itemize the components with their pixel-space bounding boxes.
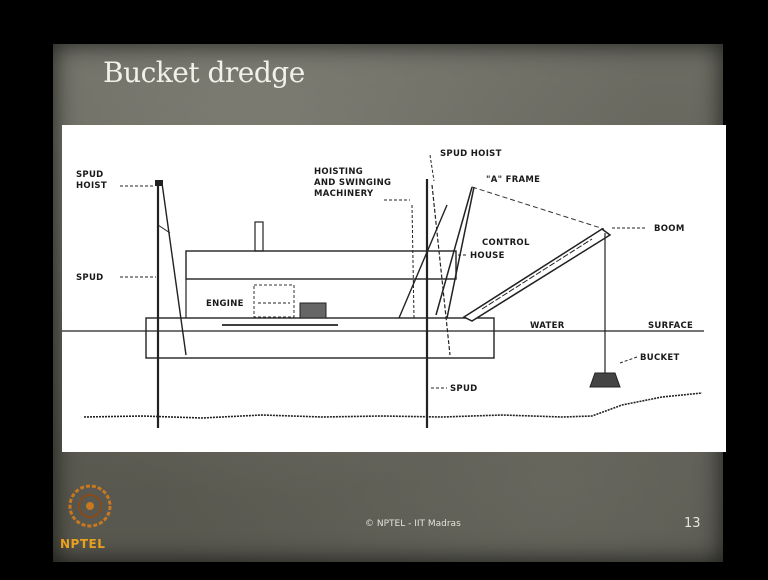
slide-title: Bucket dredge [103, 56, 305, 89]
page-number: 13 [684, 516, 701, 531]
label-a-frame: "A" FRAME [486, 175, 540, 185]
machinery-leg [398, 204, 448, 319]
footer-credit: © NPTEL - IIT Madras [365, 519, 461, 529]
label-surface: SURFACE [648, 321, 693, 331]
left-spud-hoist-block [155, 180, 163, 186]
right-tower-leg [431, 184, 451, 356]
stack [254, 221, 264, 252]
boom-lattice [481, 238, 593, 310]
label-engine: ENGINE [206, 299, 244, 309]
left-tower-brace [157, 224, 171, 234]
leader-bucket [619, 356, 638, 364]
label-hoisting-3: MACHINERY [314, 189, 374, 199]
left-tower-leg [161, 182, 187, 356]
label-spud-hoist-right: SPUD HOIST [440, 149, 502, 159]
nptel-logo-text: NPTEL [60, 537, 106, 551]
label-spud-hoist-left-2: HOIST [76, 181, 107, 191]
label-spud-bottom: SPUD [450, 384, 478, 394]
diagram-svg: SPUD HOIST SPUD ENGINE HOISTING AND SWIN… [62, 149, 704, 428]
machinery-dashed [411, 204, 415, 319]
bucket-dredge-diagram: SPUD HOIST SPUD ENGINE HOISTING AND SWIN… [62, 125, 726, 452]
label-boom: BOOM [654, 224, 685, 234]
boom [462, 228, 612, 322]
deck-house [185, 250, 457, 280]
seabed-line [83, 392, 703, 419]
hull [145, 317, 495, 359]
label-spud-hoist-left-1: SPUD [76, 170, 104, 180]
leader-spud-hoist-right [429, 154, 435, 182]
label-water: WATER [530, 321, 565, 331]
engine-outline [253, 284, 295, 318]
nptel-logo-icon [68, 484, 112, 528]
a-frame-leg-1 [435, 186, 473, 316]
engine-block [299, 302, 327, 319]
label-hoisting-2: AND SWINGING [314, 178, 391, 188]
bucket [589, 372, 621, 388]
a-frame-leg-2 [446, 186, 475, 319]
label-hoisting-1: HOISTING [314, 167, 363, 177]
label-bucket: BUCKET [640, 353, 680, 363]
label-control-1: CONTROL [482, 238, 530, 248]
a-frame-cable [471, 186, 605, 230]
label-control-2: HOUSE [470, 251, 505, 261]
label-spud-left: SPUD [76, 273, 104, 283]
